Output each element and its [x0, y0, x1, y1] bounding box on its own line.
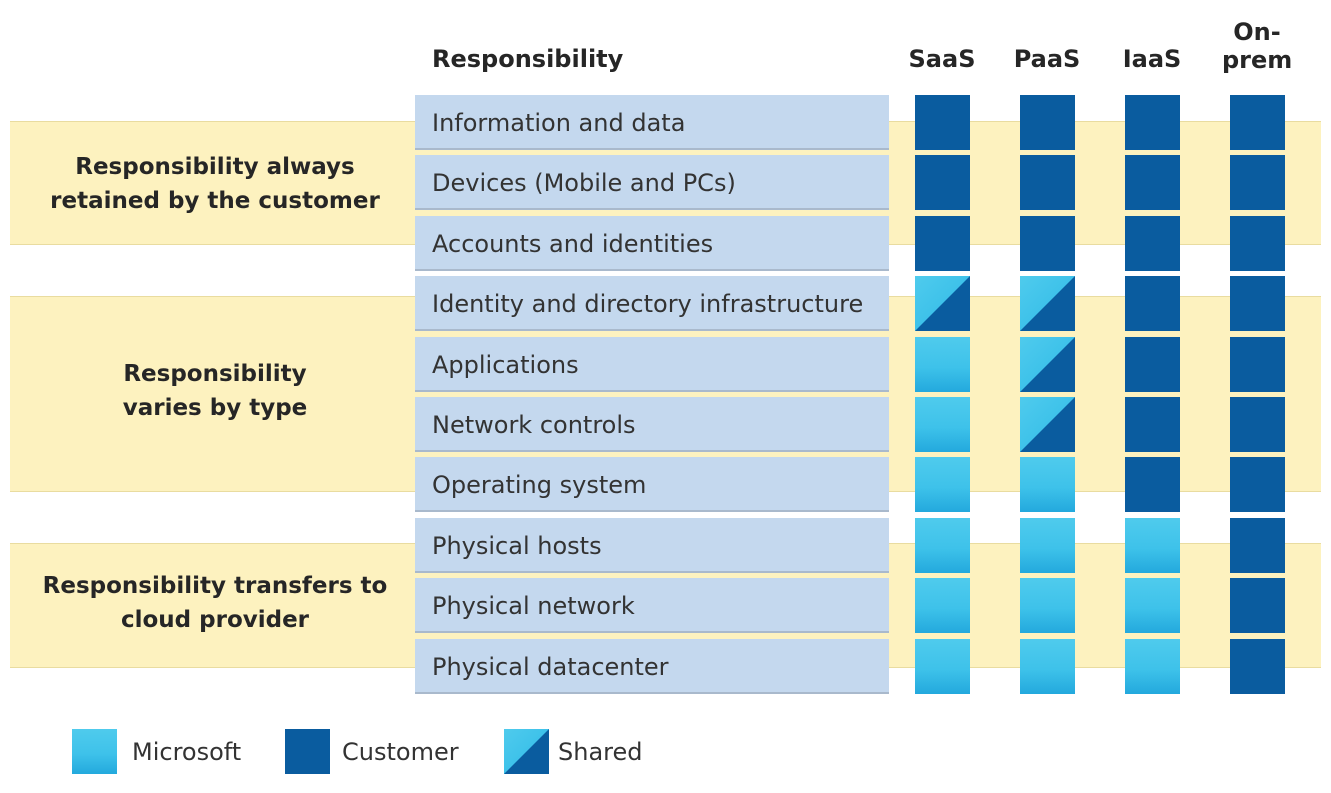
- cell-on-prem-customer: [1230, 457, 1285, 512]
- responsibility-row-label: Network controls: [415, 397, 889, 452]
- cell-iaas-customer: [1125, 457, 1180, 512]
- responsibility-row-label: Devices (Mobile and PCs): [415, 155, 889, 210]
- column-header-iaas: IaaS: [1122, 45, 1182, 73]
- cell-on-prem-customer: [1230, 337, 1285, 392]
- responsibility-row-label: Information and data: [415, 95, 889, 150]
- column-header-saas: SaaS: [908, 45, 976, 73]
- legend-label-customer: Customer: [342, 738, 459, 766]
- cell-on-prem-customer: [1230, 216, 1285, 271]
- responsibility-row-label: Operating system: [415, 457, 889, 512]
- responsibility-row-label: Physical network: [415, 578, 889, 633]
- cell-paas-microsoft: [1020, 578, 1075, 633]
- responsibility-row-label: Accounts and identities: [415, 216, 889, 271]
- responsibility-row-label: Physical hosts: [415, 518, 889, 573]
- cell-iaas-microsoft: [1125, 639, 1180, 694]
- column-header-paas: PaaS: [1013, 45, 1081, 73]
- responsibility-row-label: Identity and directory infrastructure: [415, 276, 889, 331]
- legend-swatch-customer: [285, 729, 330, 774]
- legend-swatch-shared: [504, 729, 549, 774]
- cell-on-prem-customer: [1230, 518, 1285, 573]
- cell-iaas-customer: [1125, 155, 1180, 210]
- cell-iaas-microsoft: [1125, 578, 1180, 633]
- column-header-on-prem: On- prem: [1222, 18, 1293, 74]
- responsibility-header: Responsibility: [432, 45, 624, 73]
- cell-saas-microsoft: [915, 639, 970, 694]
- cell-paas-shared: [1020, 397, 1075, 452]
- responsibility-row-label: Physical datacenter: [415, 639, 889, 694]
- cell-iaas-customer: [1125, 95, 1180, 150]
- cell-paas-microsoft: [1020, 639, 1075, 694]
- cell-on-prem-customer: [1230, 397, 1285, 452]
- cell-saas-microsoft: [915, 518, 970, 573]
- cell-on-prem-customer: [1230, 578, 1285, 633]
- group-label-transfers-to-provider: Responsibility transfers to cloud provid…: [42, 573, 388, 633]
- cell-iaas-customer: [1125, 216, 1180, 271]
- cell-on-prem-customer: [1230, 95, 1285, 150]
- legend-label-shared: Shared: [558, 738, 643, 766]
- cell-saas-microsoft: [915, 578, 970, 633]
- cell-saas-customer: [915, 95, 970, 150]
- responsibility-row-label: Applications: [415, 337, 889, 392]
- cell-paas-shared: [1020, 276, 1075, 331]
- cell-saas-microsoft: [915, 337, 970, 392]
- group-label-customer-retained: Responsibility always retained by the cu…: [50, 154, 380, 214]
- cell-iaas-customer: [1125, 397, 1180, 452]
- cell-iaas-customer: [1125, 337, 1180, 392]
- cell-saas-microsoft: [915, 457, 970, 512]
- cell-iaas-microsoft: [1125, 518, 1180, 573]
- cell-saas-customer: [915, 155, 970, 210]
- cell-saas-shared: [915, 276, 970, 331]
- legend-label-microsoft: Microsoft: [132, 738, 242, 766]
- cell-on-prem-customer: [1230, 639, 1285, 694]
- cell-iaas-customer: [1125, 276, 1180, 331]
- cell-paas-shared: [1020, 337, 1075, 392]
- cell-saas-customer: [915, 216, 970, 271]
- legend-swatch-microsoft: [72, 729, 117, 774]
- group-label-varies-by-type: Responsibility varies by type: [122, 361, 308, 421]
- cell-saas-microsoft: [915, 397, 970, 452]
- cell-paas-customer: [1020, 216, 1075, 271]
- cell-on-prem-customer: [1230, 155, 1285, 210]
- cell-on-prem-customer: [1230, 276, 1285, 331]
- cell-paas-microsoft: [1020, 457, 1075, 512]
- cell-paas-customer: [1020, 95, 1075, 150]
- cell-paas-customer: [1020, 155, 1075, 210]
- cell-paas-microsoft: [1020, 518, 1075, 573]
